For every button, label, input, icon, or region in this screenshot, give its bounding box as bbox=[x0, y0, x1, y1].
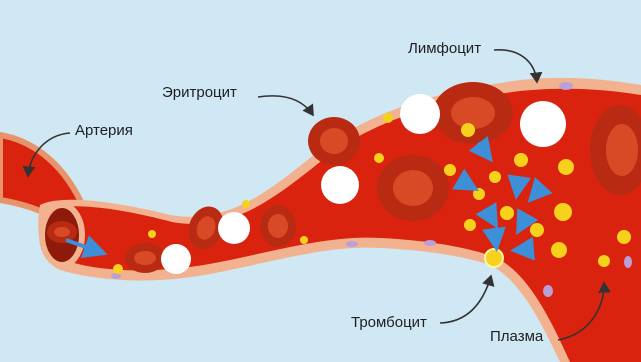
platelet bbox=[383, 113, 393, 123]
platelet bbox=[551, 242, 567, 258]
white-cell bbox=[400, 94, 440, 134]
platelet bbox=[485, 249, 503, 267]
red-cell bbox=[47, 221, 77, 243]
platelet bbox=[444, 164, 456, 176]
erythrocyte-label: Эритроцит bbox=[162, 84, 237, 101]
platelet bbox=[113, 264, 123, 274]
platelet bbox=[598, 255, 610, 267]
red-cell bbox=[260, 205, 296, 247]
platelet bbox=[489, 171, 501, 183]
platelet bbox=[473, 188, 485, 200]
artery-label: Артерия bbox=[75, 122, 133, 139]
red-cell bbox=[377, 155, 449, 221]
white-cell bbox=[218, 212, 250, 244]
thrombocyte-label: Тромбоцит bbox=[351, 314, 427, 331]
platelet bbox=[461, 123, 475, 137]
white-cell bbox=[321, 166, 359, 204]
platelet bbox=[554, 203, 572, 221]
white-cell bbox=[520, 101, 566, 147]
platelet bbox=[558, 159, 574, 175]
platelet bbox=[300, 236, 308, 244]
plasma-label: Плазма bbox=[490, 328, 543, 345]
platelet bbox=[530, 223, 544, 237]
platelet bbox=[514, 153, 528, 167]
platelet bbox=[464, 219, 476, 231]
platelet bbox=[617, 230, 631, 244]
red-cell bbox=[125, 243, 165, 273]
platelet bbox=[242, 200, 250, 208]
red-cell bbox=[308, 117, 360, 165]
platelet bbox=[500, 206, 514, 220]
white-cell bbox=[161, 244, 191, 274]
lymphocyte-label: Лимфоцит bbox=[408, 40, 481, 57]
platelet bbox=[374, 153, 384, 163]
platelet bbox=[148, 230, 156, 238]
